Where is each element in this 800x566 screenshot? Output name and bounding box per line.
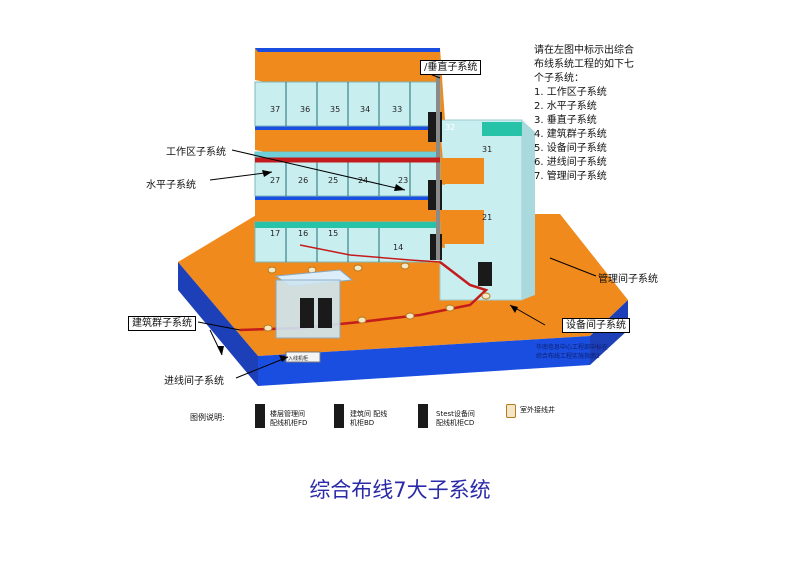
room-14: 14 <box>393 243 403 252</box>
subsystem-item: 6. 进线间子系统 <box>534 157 607 168</box>
subsystem-list: 1. 工作区子系统 2. 水平子系统 3. 垂直子系统 4. 建筑群子系统 5.… <box>534 86 634 184</box>
room-34: 34 <box>360 105 370 114</box>
entrance-cabinet-label: 入线机柜 <box>288 355 308 362</box>
room-33: 33 <box>392 105 402 114</box>
roof-edge <box>255 48 440 52</box>
tower-orange-2 <box>440 210 484 244</box>
room-16: 16 <box>298 229 308 238</box>
tower-teal-band <box>482 122 522 136</box>
cd-cabinet <box>318 298 332 328</box>
legend-well-icon <box>506 404 516 418</box>
legend-well-line1: 室外接线井 <box>520 406 555 414</box>
base-note-line1: 华南信息中心工程部中标在 <box>536 343 608 351</box>
page-title: 综合布线7大子系统 <box>309 478 491 502</box>
tower-room-31: 31 <box>482 145 492 154</box>
legend-fd: 楼层管理间 配线机柜FD <box>270 410 307 428</box>
question-block: 请在左图中标示出综合布线系统工程的如下七个子系统： 1. 工作区子系统 2. 水… <box>534 44 634 184</box>
room-37: 37 <box>270 105 280 114</box>
leader-lines <box>197 69 597 379</box>
ground-left-blue <box>178 262 258 386</box>
room-35: 35 <box>330 105 340 114</box>
legend-cd: Stest设备间 配线机柜CD <box>436 410 475 428</box>
floor2-slab-edge <box>255 196 440 200</box>
floor2-teal-strip <box>255 152 440 158</box>
base-note-line2: 综合布线工程实施指南2 <box>536 352 600 360</box>
room-17: 17 <box>270 229 280 238</box>
legend-cd-line2: 配线机柜CD <box>436 419 475 427</box>
room-27: 27 <box>270 176 280 185</box>
horizontal-subsystem-label: 水平子系统 <box>146 180 196 191</box>
room-32: 32 <box>445 123 455 132</box>
tower-room-21: 21 <box>482 213 492 222</box>
ground-front-blue <box>258 336 590 386</box>
legend-bd: 建筑间 配线 机柜BD <box>350 410 387 428</box>
campus-subsystem-label: 建筑群子系统 <box>128 316 196 331</box>
vertical-subsystem-label: /垂直子系统 <box>420 60 482 75</box>
room-26: 26 <box>298 176 308 185</box>
legend-bd-line1: 建筑间 配线 <box>350 410 388 418</box>
entrance-subsystem-label: 进线间子系统 <box>164 376 224 387</box>
legend-caption: 图例说明: <box>190 413 225 422</box>
subsystem-item: 2. 水平子系统 <box>534 101 597 112</box>
subsystem-item: 5. 设备间子系统 <box>534 143 607 154</box>
legend-fd-icon <box>255 404 265 428</box>
room-23: 23 <box>398 176 408 185</box>
room-36: 36 <box>300 105 310 114</box>
arrowheads <box>217 170 518 362</box>
work-area-subsystem-label: 工作区子系统 <box>166 147 226 158</box>
bd-cabinet <box>300 298 314 328</box>
floor3-slab-edge <box>255 126 440 130</box>
subsystem-item: 3. 垂直子系统 <box>534 115 597 126</box>
subsystem-item: 1. 工作区子系统 <box>534 87 607 98</box>
subsystem-item: 4. 建筑群子系统 <box>534 129 607 140</box>
admin-cabinet <box>478 262 492 286</box>
legend-bd-icon <box>334 404 344 428</box>
admin-subsystem-label: 管理间子系统 <box>598 274 658 285</box>
tower-side <box>522 120 535 300</box>
legend-well: 室外接线井 <box>520 406 555 415</box>
legend-cd-line1: Stest设备间 <box>436 410 475 418</box>
legend-fd-line2: 配线机柜FD <box>270 419 308 427</box>
legend-bd-line2: 机柜BD <box>350 419 375 427</box>
legend-fd-line1: 楼层管理间 <box>270 410 305 418</box>
room-25: 25 <box>328 176 338 185</box>
tower-orange-1 <box>440 158 484 184</box>
subsystem-item: 7. 管理间子系统 <box>534 171 607 182</box>
floor1-drop-cable <box>299 244 441 263</box>
question-intro: 请在左图中标示出综合布线系统工程的如下七个子系统： <box>534 45 634 84</box>
floor1-teal-strip <box>255 222 440 228</box>
legend-cd-icon <box>418 404 428 428</box>
equipment-subsystem-label: 设备间子系统 <box>562 318 630 333</box>
room-15: 15 <box>328 229 338 238</box>
